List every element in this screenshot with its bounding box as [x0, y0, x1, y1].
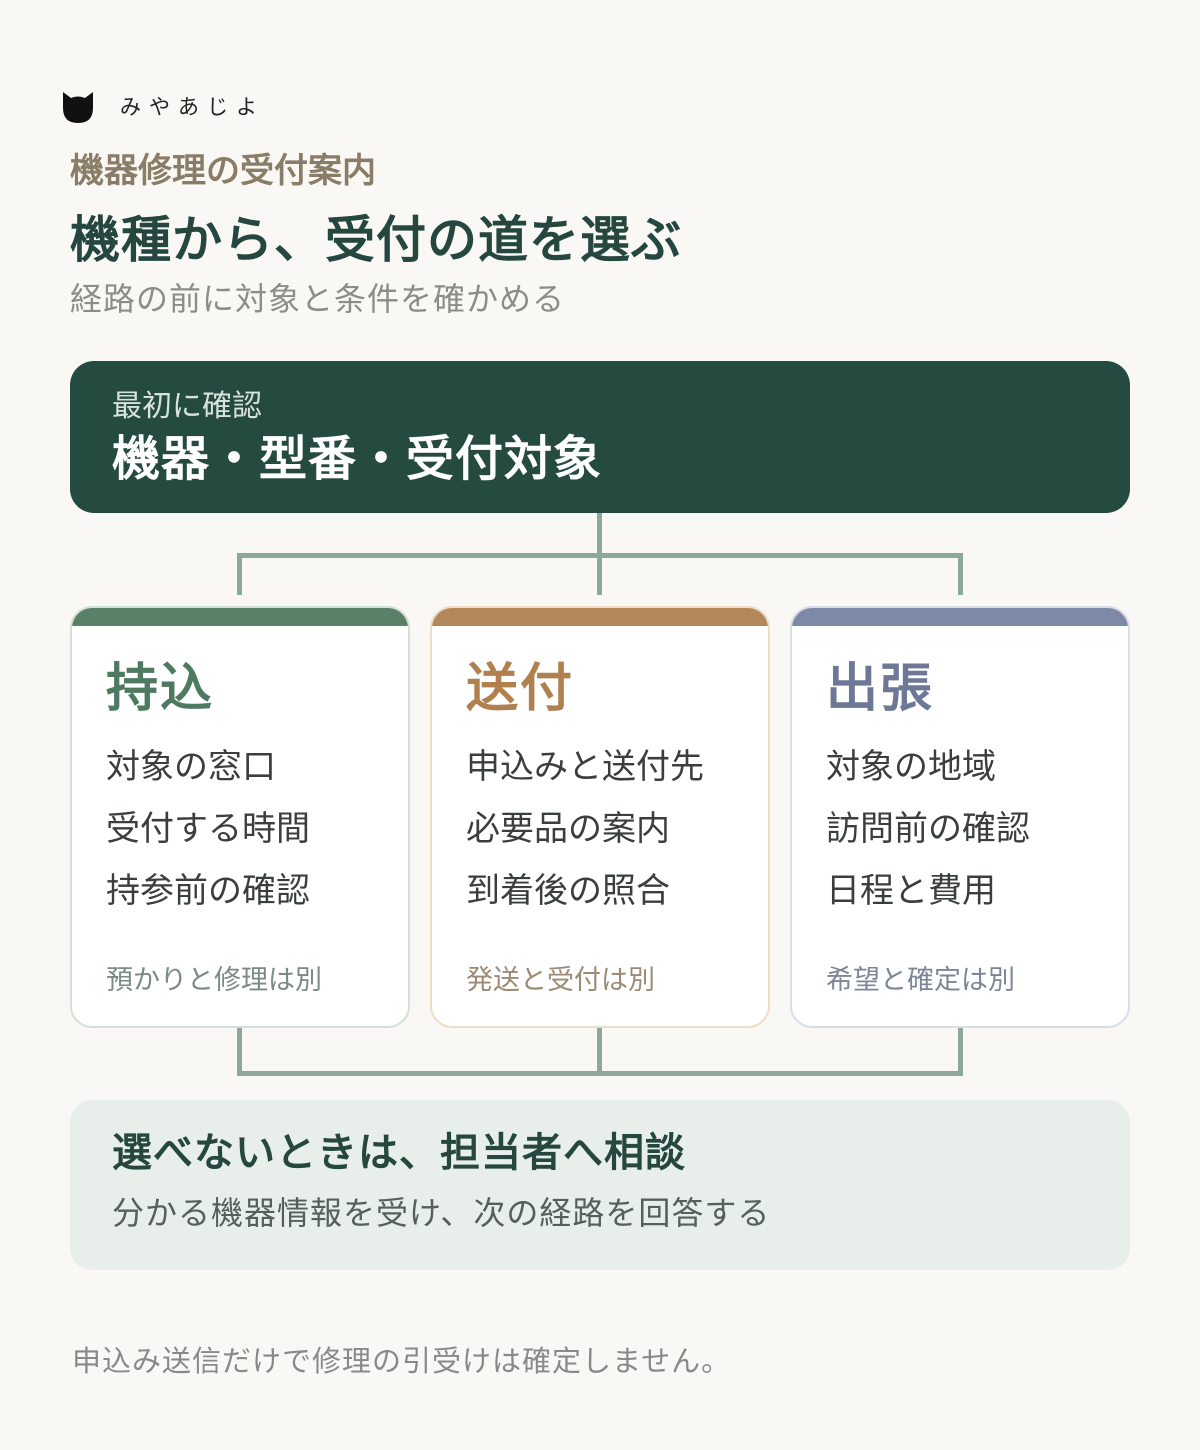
card-item: 対象の窓口: [106, 747, 276, 787]
card-item: 訪問前の確認: [826, 809, 1030, 849]
connector-bottom-left: [237, 1028, 242, 1076]
card-item-list: 対象の地域 訪問前の確認 日程と費用: [826, 736, 1030, 922]
connector-top-horizontal: [237, 553, 963, 558]
page-title: 機種から、受付の道を選ぶ: [70, 211, 682, 269]
card-item: 必要品の案内: [466, 809, 670, 849]
card-item: 対象の地域: [826, 747, 996, 787]
card-item: 到着後の照合: [466, 871, 670, 911]
card-item: 日程と費用: [826, 871, 996, 911]
root-check-box: 最初に確認 機器・型番・受付対象: [70, 361, 1130, 513]
connector-bottom-right: [958, 1028, 963, 1076]
fallback-box: 選べないときは、担当者へ相談 分かる機器情報を受け、次の経路を回答する: [70, 1100, 1130, 1270]
card-item: 持参前の確認: [106, 871, 310, 911]
card-accent-bar: [72, 608, 408, 626]
root-title: 機器・型番・受付対象: [112, 431, 603, 487]
brand-name: みやあじよ: [120, 95, 265, 119]
connector-bottom-horizontal: [237, 1071, 963, 1076]
fallback-text: 分かる機器情報を受け、次の経路を回答する: [112, 1194, 771, 1232]
route-card-mail-in: 送付 申込みと送付先 必要品の案内 到着後の照合 発送と受付は別: [430, 606, 770, 1028]
card-item-list: 対象の窓口 受付する時間 持参前の確認: [106, 736, 310, 922]
connector-bottom-middle: [597, 1028, 602, 1076]
card-title: 出張: [826, 659, 935, 719]
fallback-title: 選べないときは、担当者へ相談: [112, 1130, 686, 1176]
connector-top-left: [237, 553, 242, 595]
route-card-onsite: 出張 対象の地域 訪問前の確認 日程と費用 希望と確定は別: [790, 606, 1130, 1028]
page-subtitle: 経路の前に対象と条件を確かめる: [70, 280, 566, 318]
card-accent-bar: [792, 608, 1128, 626]
card-note: 発送と受付は別: [466, 965, 655, 996]
card-accent-bar: [432, 608, 768, 626]
footnote: 申込み送信だけで修理の引受けは確定しません。: [72, 1344, 732, 1378]
card-title: 持込: [106, 659, 215, 719]
brand: みやあじよ: [60, 86, 265, 126]
connector-top-right: [958, 553, 963, 595]
page-eyebrow: 機器修理の受付案内: [70, 151, 376, 191]
card-title: 送付: [466, 659, 575, 719]
card-item: 申込みと送付先: [466, 747, 704, 787]
card-item: 受付する時間: [106, 809, 310, 849]
route-card-carry-in: 持込 対象の窓口 受付する時間 持参前の確認 預かりと修理は別: [70, 606, 410, 1028]
card-item-list: 申込みと送付先 必要品の案内 到着後の照合: [466, 736, 704, 922]
card-note: 預かりと修理は別: [106, 965, 322, 996]
root-label: 最初に確認: [112, 389, 262, 424]
cat-icon: [63, 92, 93, 123]
card-note: 希望と確定は別: [826, 965, 1015, 996]
